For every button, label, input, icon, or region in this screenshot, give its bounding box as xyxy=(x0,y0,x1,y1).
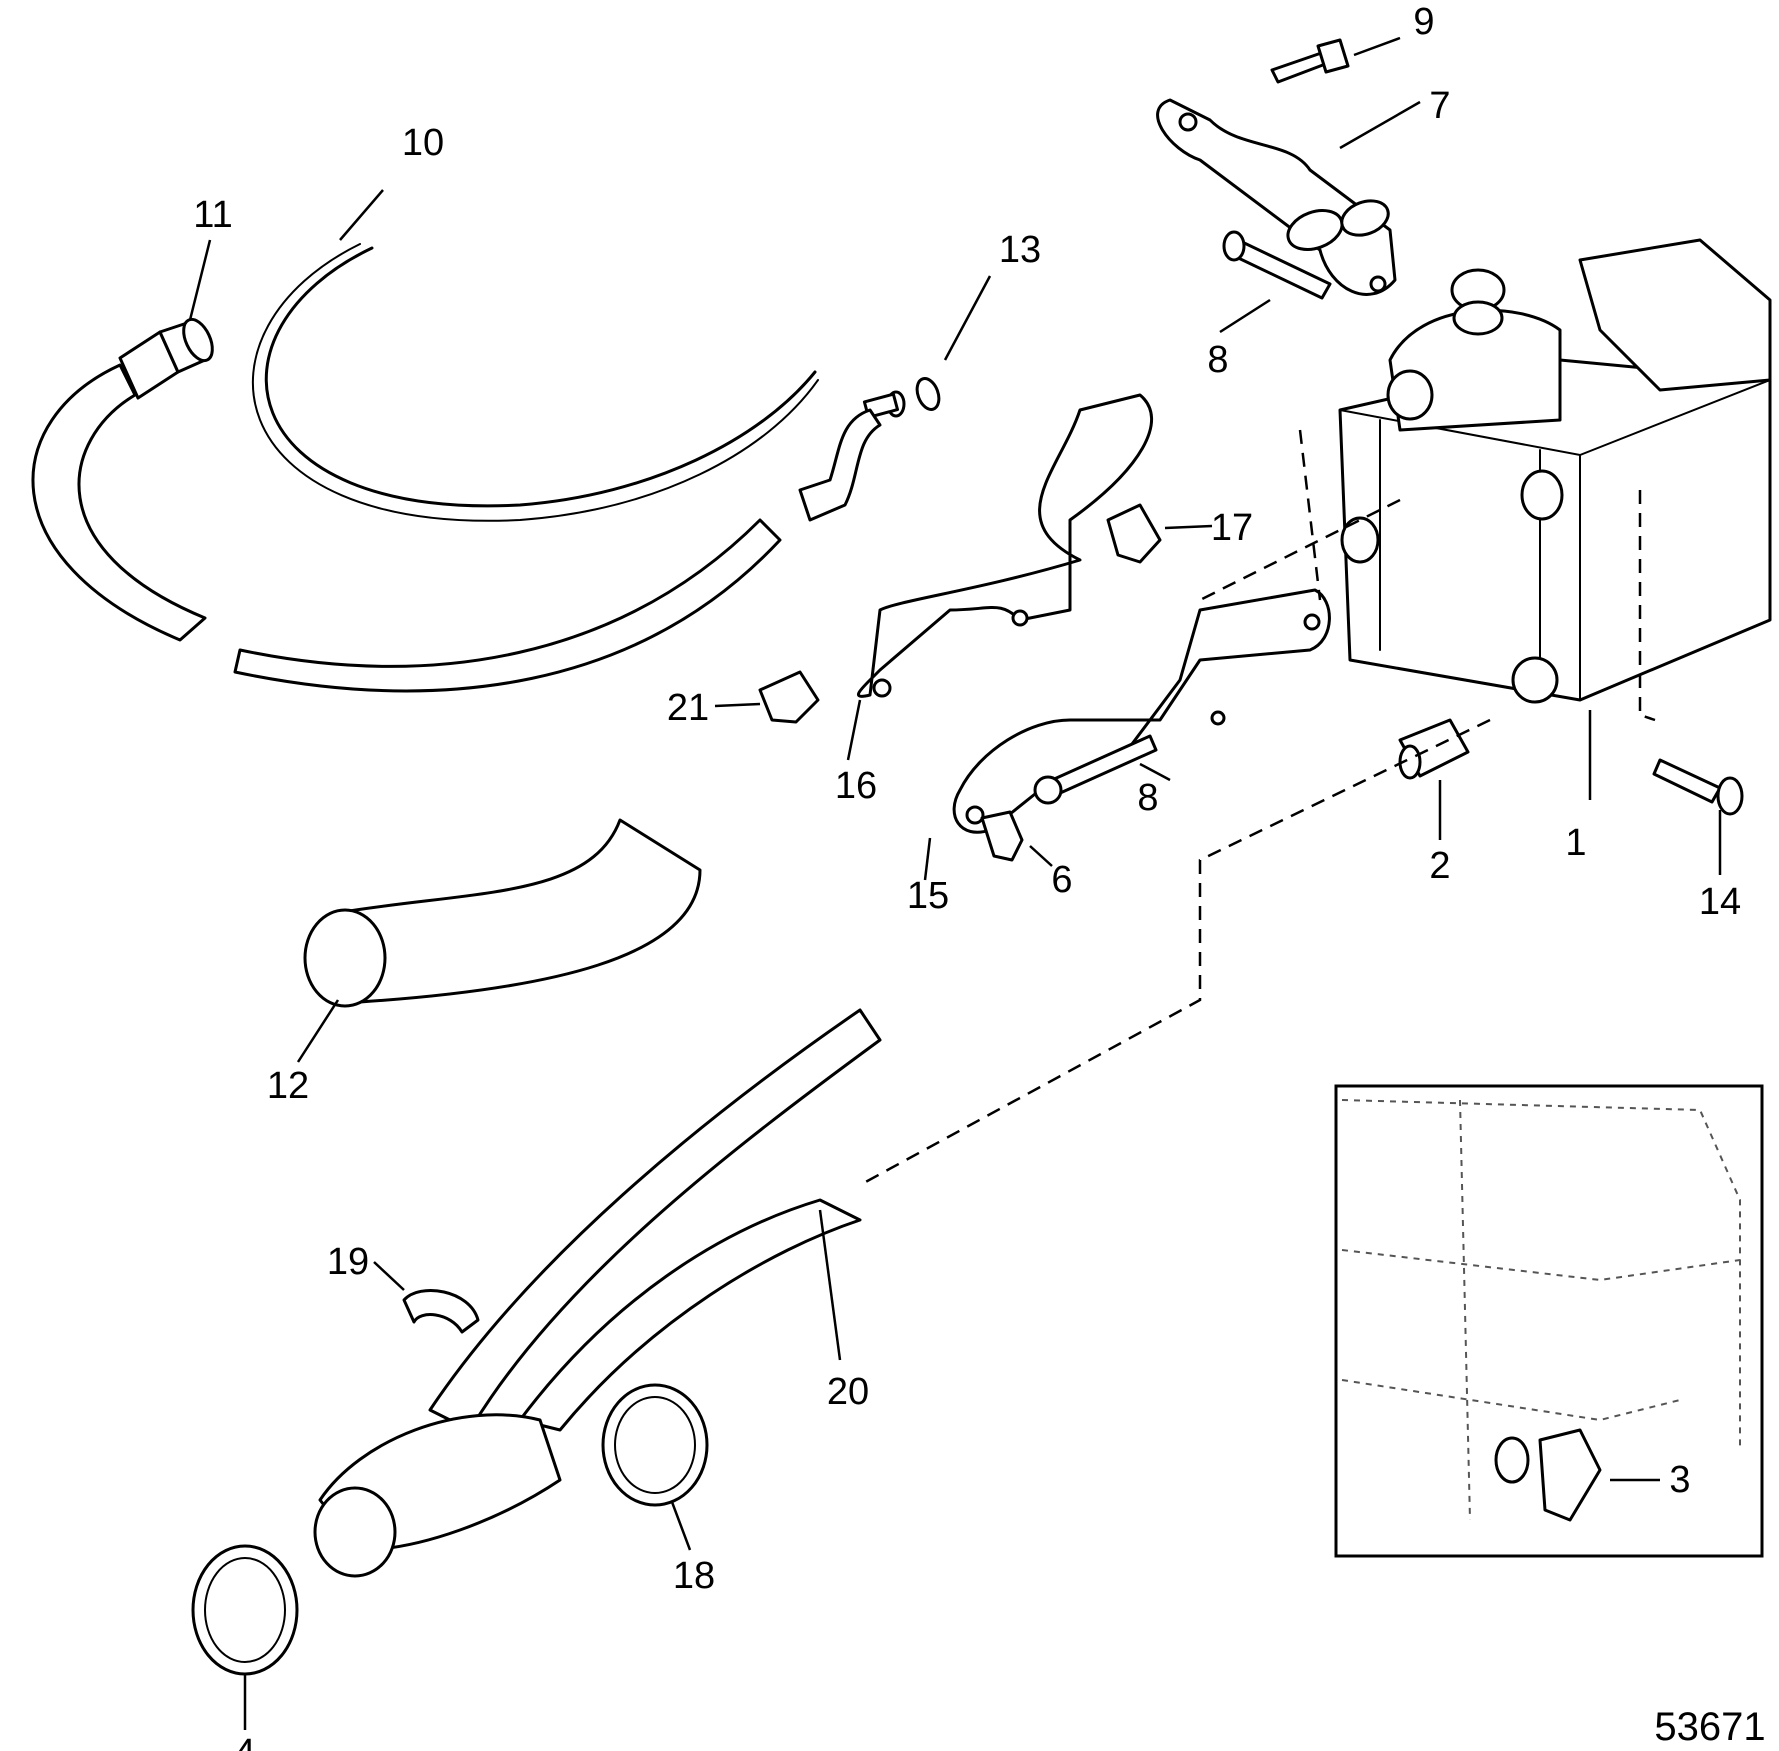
callout-11: 11 xyxy=(193,194,232,236)
part-14-bolt xyxy=(1652,758,1744,816)
callout-21: 21 xyxy=(667,687,709,729)
callout-8-lower: 8 xyxy=(1137,777,1158,819)
figure-number: 53671 xyxy=(1654,1705,1765,1749)
callout-12: 12 xyxy=(267,1065,309,1107)
part-18-clamp xyxy=(601,1383,709,1507)
part-8-bolt-lower xyxy=(1033,734,1158,805)
part-10-tube xyxy=(251,243,819,522)
callout-labels: 1 2 3 4 6 7 8 8 9 10 11 12 13 14 15 16 1… xyxy=(193,1,1741,1751)
callout-3: 3 xyxy=(1669,1459,1690,1501)
callout-14: 14 xyxy=(1699,881,1741,923)
callout-15: 15 xyxy=(907,875,949,917)
callout-8-upper: 8 xyxy=(1207,339,1228,381)
callout-16: 16 xyxy=(835,765,877,807)
detail-inset xyxy=(1334,1084,1764,1558)
part-6-bolt xyxy=(980,810,1024,862)
callout-9: 9 xyxy=(1413,1,1434,43)
callout-18: 18 xyxy=(673,1555,715,1597)
part-12-hose xyxy=(303,818,702,1008)
callout-13: 13 xyxy=(999,229,1041,271)
callout-6: 6 xyxy=(1051,859,1072,901)
callout-10: 10 xyxy=(402,122,444,164)
callout-7: 7 xyxy=(1429,85,1450,127)
part-20-hose-assembly xyxy=(313,1008,882,1578)
callout-17: 17 xyxy=(1211,507,1253,549)
part-19-clamp xyxy=(402,1288,480,1334)
callout-20: 20 xyxy=(827,1371,869,1413)
part-17-clip xyxy=(1106,503,1162,564)
part-21-clip xyxy=(758,670,820,724)
part-8-bolt-upper xyxy=(1222,230,1332,300)
part-1-main-unit xyxy=(1338,238,1772,704)
callout-1: 1 xyxy=(1565,822,1586,864)
part-13-oring-fitting xyxy=(798,377,941,522)
part-11-hose xyxy=(31,317,782,693)
part-7-bracket xyxy=(1156,98,1397,296)
callout-19: 19 xyxy=(327,1241,369,1283)
callout-4: 4 xyxy=(234,1732,255,1751)
part-2-fitting xyxy=(1398,718,1470,780)
assembly-reference-lines xyxy=(859,429,1656,1187)
part-9-bolt xyxy=(1270,38,1350,84)
part-15-bracket xyxy=(952,588,1331,834)
part-16-bracket xyxy=(857,393,1153,698)
part-4-clamp xyxy=(191,1544,299,1676)
leader-lines xyxy=(188,36,1722,1730)
callout-2: 2 xyxy=(1429,845,1450,887)
